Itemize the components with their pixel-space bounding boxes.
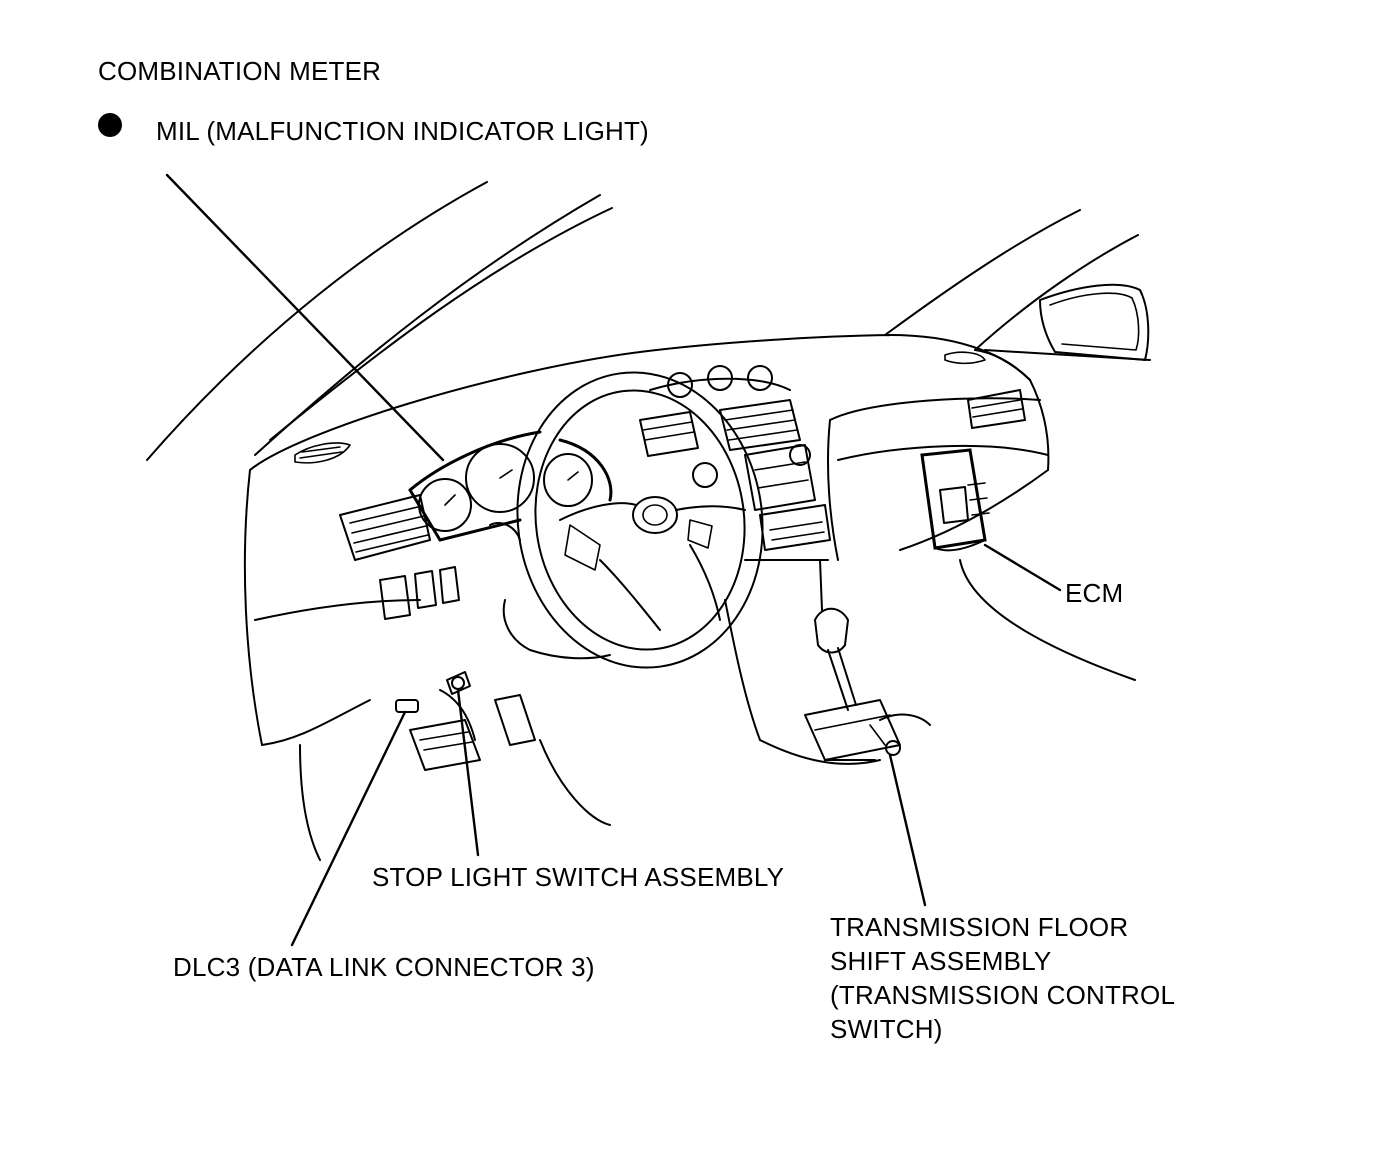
transmission-floor-shift-label: TRANSMISSION FLOOR SHIFT ASSEMBLY (TRANS…	[830, 910, 1175, 1046]
side-mirror	[984, 283, 1151, 361]
leader-ecm	[983, 543, 1062, 592]
leader-lines	[165, 173, 1062, 947]
windshield-pillar-left	[146, 181, 613, 461]
dashboard-outline	[243, 334, 1136, 861]
mil-bullet-icon	[98, 113, 122, 137]
leader-transmission	[888, 753, 927, 907]
transmission-label-line: (TRANSMISSION CONTROL	[830, 980, 1176, 1010]
leader-dlc3	[290, 710, 407, 947]
defrost-vent-right	[944, 351, 986, 365]
transmission-label-line: SHIFT ASSEMBLY	[830, 946, 1052, 976]
shift-lever	[804, 607, 901, 761]
transmission-label-line: SWITCH)	[830, 1014, 943, 1044]
ecm-label: ECM	[1065, 578, 1124, 608]
combination-meter-cluster	[408, 430, 613, 542]
defrost-vent-left	[294, 442, 351, 464]
floor-console	[539, 599, 931, 826]
left-air-vent	[339, 494, 431, 561]
switch-panel-left	[379, 566, 460, 620]
steering-column	[489, 522, 611, 660]
center-stack	[639, 365, 831, 611]
leader-combination-meter	[165, 173, 445, 462]
leader-stop-light-switch	[456, 688, 480, 857]
mil-label: MIL (MALFUNCTION INDICATOR LIGHT)	[156, 116, 649, 146]
pedals	[409, 689, 536, 771]
steering-wheel	[516, 371, 764, 669]
combination-meter-label: COMBINATION METER	[98, 56, 382, 86]
stop-light-switch-label: STOP LIGHT SWITCH ASSEMBLY	[372, 862, 785, 892]
transmission-label-line: TRANSMISSION FLOOR	[830, 912, 1129, 942]
dlc3-label: DLC3 (DATA LINK CONNECTOR 3)	[173, 952, 595, 982]
right-air-vent	[967, 389, 1026, 429]
windshield-pillar-right	[884, 209, 1139, 351]
dlc3-connector	[395, 699, 419, 713]
ecm-unit	[920, 448, 990, 552]
